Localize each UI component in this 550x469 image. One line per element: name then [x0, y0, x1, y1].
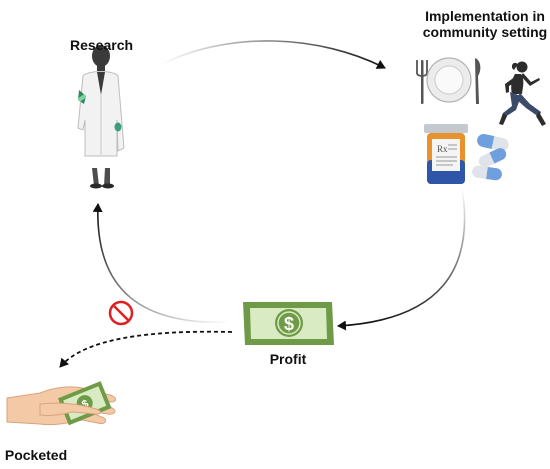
profit-label: Profit — [269, 351, 307, 367]
hand-with-money-icon: $ — [6, 381, 117, 426]
rx-symbol: Rx — [437, 144, 448, 154]
dollar-symbol-small: $ — [80, 398, 90, 411]
capsule-pills-icon — [472, 134, 509, 181]
arrow-profit-to-pocketed — [59, 330, 233, 368]
runner-icon — [499, 61, 546, 126]
prohibition-icon — [108, 300, 134, 326]
arrow-profit-to-research — [92, 203, 231, 323]
pill-bottle-icon: Rx — [424, 124, 468, 184]
dollar-bill-icon: $ — [243, 302, 334, 345]
implementation-label-line1: Implementation in — [425, 8, 545, 24]
research-label: Research — [70, 37, 134, 53]
arrow-research-to-implementation — [159, 40, 386, 69]
researcher-icon — [77, 45, 125, 189]
dollar-symbol: $ — [284, 314, 294, 334]
pocketed-label: Pocketed — [4, 447, 68, 463]
plate-cutlery-icon — [416, 57, 481, 104]
implementation-label-line2: community setting — [422, 24, 548, 40]
arrow-implementation-to-profit — [337, 187, 466, 331]
